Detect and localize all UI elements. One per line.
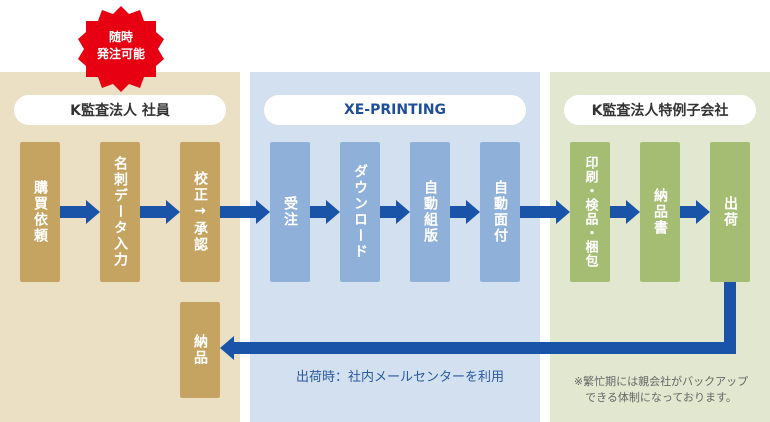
arrow-shaft [310,206,326,218]
order-anytime-badge [78,6,164,92]
arrow-head [86,200,100,224]
note-line: ※繁忙期には親会社がバックアップ [573,375,749,388]
step-shipping: 出荷 [710,142,750,282]
arrow-shaft [60,206,86,218]
note-line: できる体制になっております。 [585,391,737,404]
arrow-shaft [380,206,396,218]
arrow-shaft [520,206,556,218]
printing-title: XE-PRINTING [264,95,526,125]
badge-line: 発注可能 [96,47,145,61]
arrow-head [466,200,480,224]
step-card-data-entry: 名刺データ入力 [100,142,140,282]
step-delivery: 納品 [180,302,220,398]
step-purchase-request: 購買依頼 [20,142,60,282]
arrow-shaft [680,206,696,218]
arrow-shaft [450,206,466,218]
step-download: ダウンロード [340,142,380,282]
arrow-head [696,200,710,224]
arrow-shaft [220,206,256,218]
arrow-shaft [140,206,166,218]
step-order-receipt: 受注 [270,142,310,282]
backup-note: ※繁忙期には親会社がバックアップ できる体制になっております。 [555,374,767,406]
badge-text: 随時 発注可能 [78,29,164,63]
step-proof-approval: 校正→承認 [180,142,220,282]
arrow-head [256,200,270,224]
arrow-head [396,200,410,224]
arrow-head [626,200,640,224]
return-line-vertical [724,282,736,354]
arrow-shaft [610,206,626,218]
badge-line: 随時 [108,30,133,44]
step-auto-imposition: 自動面付 [480,142,520,282]
subsidiary-title: K監査法人特例子会社 [564,95,756,125]
step-print-inspect-pack: 印刷・検品・梱包 [570,142,610,282]
step-auto-typesetting: 自動組版 [410,142,450,282]
shipping-caption: 出荷時：社内メールセンターを利用 [295,370,504,385]
employee-title: K監査法人 社員 [14,95,226,125]
return-line-horizontal [234,342,736,354]
return-arrow-head [220,336,234,360]
arrow-head [556,200,570,224]
step-delivery-slip: 納品書 [640,142,680,282]
arrow-head [326,200,340,224]
arrow-head [166,200,180,224]
